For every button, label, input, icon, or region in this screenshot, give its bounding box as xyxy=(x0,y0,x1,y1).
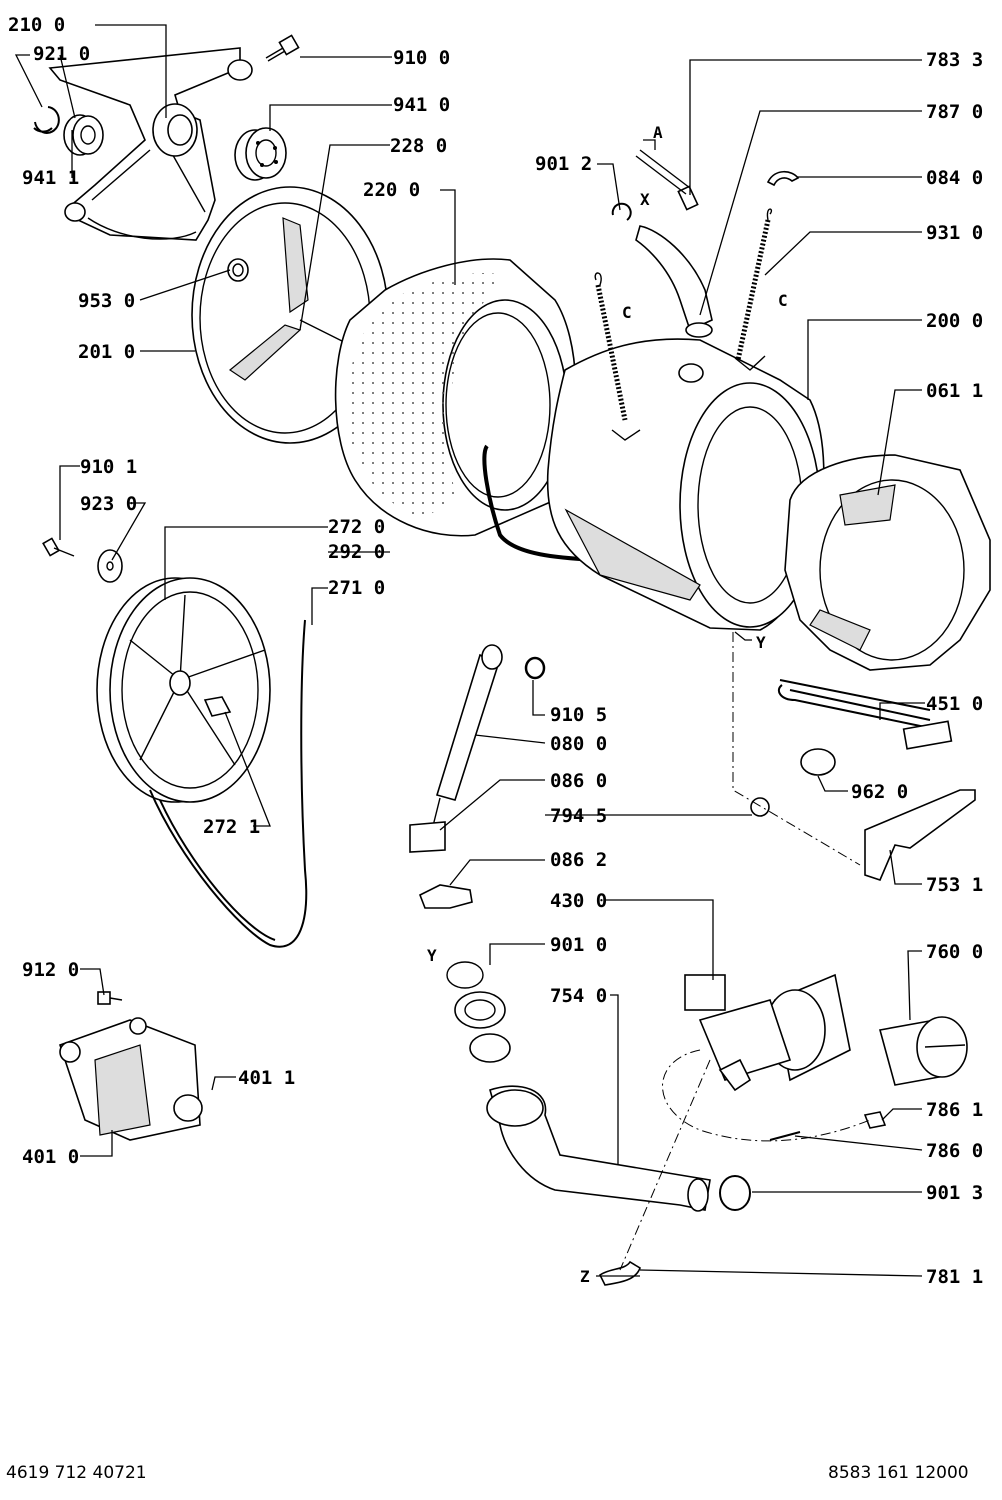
part-760-filter xyxy=(878,1016,968,1086)
label-781-1: 781 1 xyxy=(926,1266,983,1288)
part-923-washer xyxy=(97,549,123,583)
part-781-elbow xyxy=(598,1260,641,1286)
label-272-1: 272 1 xyxy=(203,816,260,838)
label-786-0: 786 0 xyxy=(926,1140,983,1162)
label-901-3: 901 3 xyxy=(926,1182,983,1204)
part-401-motor xyxy=(58,1017,203,1141)
label-910-1: 910 1 xyxy=(80,456,137,478)
part-901-2-clamp xyxy=(611,202,632,221)
footer-left-code: 4619 712 40721 xyxy=(6,1463,147,1483)
label-962-0: 962 0 xyxy=(851,781,908,803)
part-753-bracket xyxy=(864,789,976,881)
marker-c-left: C xyxy=(622,303,632,322)
label-753-1: 753 1 xyxy=(926,874,983,896)
label-228-0: 228 0 xyxy=(390,135,447,157)
part-200-front-tub xyxy=(546,338,825,631)
part-910-0-bolt xyxy=(265,34,300,62)
part-787-hose xyxy=(635,225,713,338)
label-953-0: 953 0 xyxy=(78,290,135,312)
part-901-3-clamp xyxy=(719,1175,751,1211)
label-430-0: 430 0 xyxy=(550,890,607,912)
part-783-pin xyxy=(635,149,699,211)
assembly-line-1 xyxy=(732,632,861,866)
label-912-0: 912 0 xyxy=(22,959,79,981)
part-794-ball xyxy=(750,797,770,817)
part-941-0-bearing xyxy=(234,127,287,181)
label-200-0: 200 0 xyxy=(926,310,983,332)
label-061-1: 061 1 xyxy=(926,380,983,402)
label-901-0: 901 0 xyxy=(550,934,607,956)
label-783-3: 783 3 xyxy=(926,49,983,71)
part-451-heater xyxy=(777,679,953,750)
label-787-0: 787 0 xyxy=(926,101,983,123)
part-080-shock xyxy=(409,644,503,853)
label-210-0: 210 0 xyxy=(8,14,65,36)
label-941-1: 941 1 xyxy=(22,167,79,189)
marker-y-lower: Y xyxy=(427,946,437,965)
label-921-0: 921 0 xyxy=(33,43,90,65)
marker-c-right: C xyxy=(778,291,788,310)
part-786-1-connector xyxy=(863,1111,887,1129)
label-401-1: 401 1 xyxy=(238,1067,295,1089)
label-086-2: 086 2 xyxy=(550,849,607,871)
part-292-hose xyxy=(482,444,596,562)
label-794-5: 794 5 xyxy=(550,805,607,827)
footer-right-code: 8583 161 12000 xyxy=(828,1463,969,1483)
part-910-5-ring xyxy=(524,656,546,680)
part-086-2-bracket xyxy=(418,884,473,909)
part-210-spider xyxy=(48,47,253,241)
assembly-line-2 xyxy=(619,1059,711,1271)
part-786-0-pin xyxy=(769,1131,801,1141)
part-754-hose xyxy=(486,1085,711,1212)
marker-y-upper: Y xyxy=(756,633,766,652)
label-401-0: 401 0 xyxy=(22,1146,79,1168)
label-292-0: 292 0 xyxy=(328,541,385,563)
assembly-line-3 xyxy=(662,1049,871,1142)
part-spring-c-left xyxy=(594,272,641,441)
label-910-0: 910 0 xyxy=(393,47,450,69)
label-786-1: 786 1 xyxy=(926,1099,983,1121)
label-451-0: 451 0 xyxy=(926,693,983,715)
label-201-0: 201 0 xyxy=(78,341,135,363)
part-430-pump xyxy=(684,973,851,1092)
part-910-1-screw xyxy=(42,537,75,557)
part-271-belt xyxy=(149,619,308,948)
label-754-0: 754 0 xyxy=(550,985,607,1007)
label-084-0: 084 0 xyxy=(926,167,983,189)
part-912-screw xyxy=(97,991,123,1005)
part-962-grommet xyxy=(800,748,836,776)
label-923-0: 923 0 xyxy=(80,493,137,515)
part-941-1-bearing xyxy=(63,114,104,156)
label-086-0: 086 0 xyxy=(550,770,607,792)
label-271-0: 271 0 xyxy=(328,577,385,599)
part-931-spring xyxy=(734,208,773,371)
part-272-pulley xyxy=(96,577,271,803)
label-931-0: 931 0 xyxy=(926,222,983,244)
part-061-counterweight xyxy=(784,454,991,671)
marker-a: A xyxy=(653,123,663,142)
label-941-0: 941 0 xyxy=(393,94,450,116)
label-220-0: 220 0 xyxy=(363,179,420,201)
part-901-0-seal xyxy=(446,961,511,1063)
part-220-drum xyxy=(334,258,577,537)
label-080-0: 080 0 xyxy=(550,733,607,755)
label-901-2: 901 2 xyxy=(535,153,592,175)
label-910-5: 910 5 xyxy=(550,704,607,726)
marker-x: X xyxy=(640,190,650,209)
part-084-clip xyxy=(766,170,800,187)
marker-z: Z xyxy=(580,1267,590,1286)
part-921-circlip xyxy=(33,106,60,134)
label-760-0: 760 0 xyxy=(926,941,983,963)
label-272-0: 272 0 xyxy=(328,516,385,538)
leader-lines xyxy=(14,24,925,1277)
